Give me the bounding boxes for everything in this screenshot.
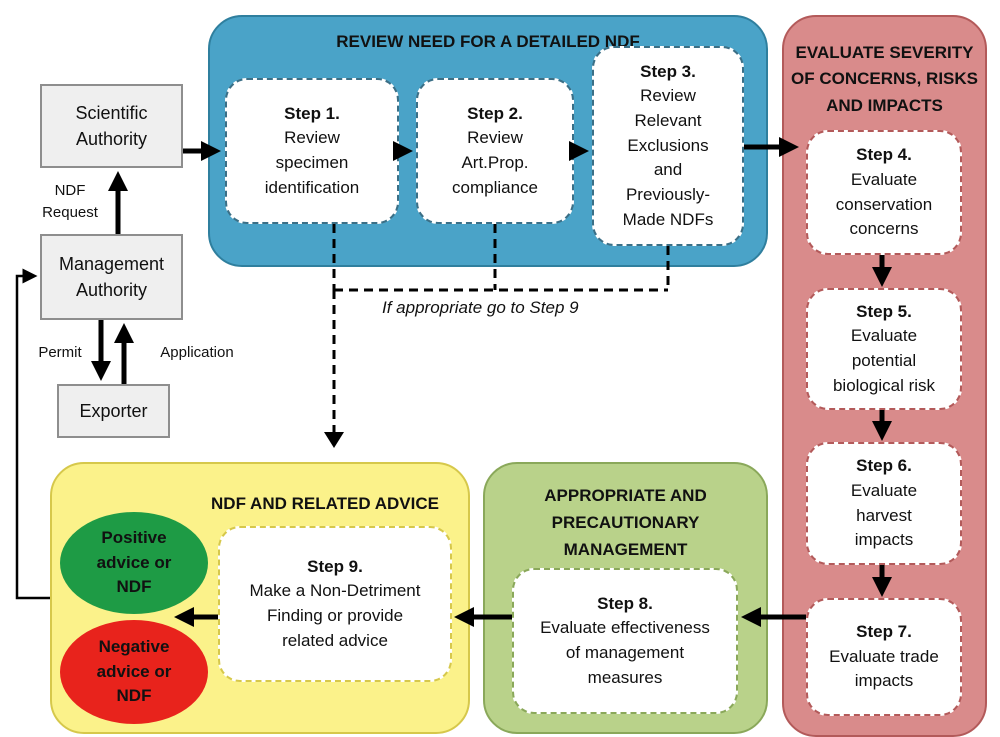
- step-1-number: Step 1.: [284, 103, 340, 123]
- step-2-text: Review Art.Prop. compliance: [452, 128, 538, 197]
- step-4-text: Evaluate conservation concerns: [835, 169, 933, 239]
- step-1-box: Step 1. Review specimen identification: [225, 78, 399, 224]
- arrow-ndf-to-management: [15, 268, 50, 600]
- management-panel-title: APPROPRIATE AND PRECAUTIONARY MANAGEMENT: [544, 486, 707, 560]
- exporter-box: Exporter: [57, 384, 170, 438]
- step-2-number: Step 2.: [467, 103, 523, 123]
- go-to-step-9-note: If appropriate go to Step 9: [382, 298, 579, 317]
- step-2-box: Step 2. Review Art.Prop. compliance: [416, 78, 574, 224]
- step-8-text: Evaluate effectiveness of management mea…: [540, 618, 710, 687]
- application-label: Application: [160, 344, 234, 361]
- step-3-box: Step 3. Review Relevant Exclusions and P…: [592, 46, 744, 246]
- dashed-arrowhead: [324, 432, 344, 448]
- ndf-panel-title: NDF AND RELATED ADVICE: [211, 494, 439, 513]
- step-5-text: Evaluate potential biological risk: [832, 326, 936, 395]
- step-6-text: Evaluate harvest impacts: [850, 480, 918, 550]
- ndf-request-label: NDF Request: [42, 182, 98, 221]
- step-7-text: Evaluate trade impacts: [829, 646, 939, 691]
- step-7-number: Step 7.: [856, 622, 912, 642]
- evaluate-panel-title: EVALUATE SEVERITY OF CONCERNS, RISKS AND…: [790, 43, 979, 115]
- step-3-number: Step 3.: [640, 61, 696, 81]
- management-authority-box: Management Authority: [40, 234, 183, 320]
- permit-label: Permit: [38, 344, 82, 361]
- step-8-box: Step 8. Evaluate effectiveness of manage…: [512, 568, 738, 714]
- scientific-authority-box: Scientific Authority: [40, 84, 183, 168]
- positive-advice-ellipse: Positive advice or NDF: [60, 512, 208, 614]
- step-6-box: Step 6. Evaluate harvest impacts: [806, 442, 962, 565]
- negative-advice-ellipse: Negative advice or NDF: [60, 620, 208, 724]
- step-9-number: Step 9.: [307, 556, 363, 576]
- step-9-text: Make a Non-Detriment Finding or provide …: [249, 581, 421, 650]
- step-5-number: Step 5.: [856, 301, 912, 321]
- step-3-text: Review Relevant Exclusions and Previousl…: [622, 86, 714, 229]
- step-4-number: Step 4.: [856, 145, 912, 165]
- step-7-box: Step 7. Evaluate trade impacts: [806, 598, 962, 716]
- review-panel-title: REVIEW NEED FOR A DETAILED NDF: [336, 32, 640, 51]
- step-1-text: Review specimen identification: [264, 128, 360, 197]
- step-4-box: Step 4. Evaluate conservation concerns: [806, 130, 962, 255]
- step-8-number: Step 8.: [597, 593, 653, 613]
- step-6-number: Step 6.: [856, 456, 912, 476]
- step-5-box: Step 5. Evaluate potential biological ri…: [806, 288, 962, 410]
- step-9-box: Step 9. Make a Non-Detriment Finding or …: [218, 526, 452, 682]
